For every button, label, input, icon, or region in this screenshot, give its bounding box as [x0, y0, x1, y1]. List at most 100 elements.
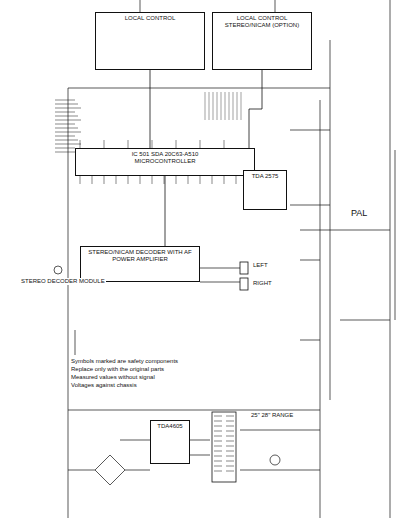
pin	[128, 140, 129, 148]
wire	[209, 92, 210, 120]
winding	[214, 426, 222, 427]
winding	[214, 436, 222, 437]
pin	[104, 176, 105, 184]
wire	[55, 100, 75, 101]
box-label: LOCAL CONTROL	[216, 15, 308, 22]
wire	[55, 116, 78, 117]
wire	[300, 230, 390, 231]
wire	[275, 0, 276, 12]
module-box: TDA 2575	[243, 170, 287, 210]
speaker	[240, 278, 248, 290]
wire	[213, 92, 214, 120]
wire	[190, 440, 210, 441]
winding	[214, 461, 222, 462]
module-box: LOCAL CONTROLSTEREO/NICAM (OPTION)	[212, 12, 312, 70]
note-label: PAL	[350, 208, 368, 218]
wire	[217, 92, 218, 120]
wire	[68, 410, 320, 411]
wire	[233, 92, 234, 120]
wire	[330, 40, 331, 400]
wire	[120, 440, 150, 441]
winding	[226, 471, 234, 472]
wire	[68, 88, 330, 89]
wire	[140, 0, 141, 12]
note-label: 25" 28" RANGE	[250, 412, 294, 419]
box-label: TDA4605	[154, 423, 186, 430]
note-label: Replace only with the original parts	[70, 366, 165, 373]
winding	[214, 441, 222, 442]
bridge-rectifier	[95, 455, 125, 485]
wire	[55, 148, 75, 149]
winding	[214, 416, 222, 417]
wire	[225, 92, 226, 120]
wire	[75, 330, 76, 355]
wire	[229, 92, 230, 120]
module-box: LOCAL CONTROL	[95, 12, 205, 70]
note-label: Symbols marked are safety components	[70, 358, 179, 365]
note-label: LEFT	[252, 262, 269, 269]
pin	[164, 176, 165, 184]
pin	[152, 140, 153, 148]
pin	[212, 176, 213, 184]
winding	[214, 471, 222, 472]
pin	[176, 176, 177, 184]
winding	[214, 421, 222, 422]
pin	[224, 176, 225, 184]
winding	[214, 466, 222, 467]
note-label: Voltages against chassis	[70, 382, 138, 389]
wire	[55, 136, 75, 137]
wire	[55, 108, 81, 109]
speaker	[240, 262, 248, 274]
box-label: STEREO/NICAM (OPTION)	[216, 22, 308, 29]
box-label: STEREO/NICAM DECODER WITH AF POWER AMPLI…	[84, 249, 196, 263]
wire	[55, 128, 78, 129]
note-label: STEREO DECODER MODULE	[20, 278, 106, 285]
pin	[92, 176, 93, 184]
wire	[290, 130, 330, 131]
bus-line	[165, 176, 166, 246]
pin	[140, 176, 141, 184]
wire	[125, 470, 150, 471]
wire	[237, 92, 238, 120]
wire	[240, 470, 320, 471]
winding	[226, 466, 234, 467]
winding	[214, 451, 222, 452]
pin	[176, 140, 177, 148]
wire	[241, 92, 242, 120]
wire	[55, 140, 78, 141]
wire	[55, 132, 81, 133]
wire	[221, 92, 222, 120]
winding	[226, 421, 234, 422]
pin	[116, 176, 117, 184]
pin	[104, 140, 105, 148]
wire	[55, 144, 81, 145]
winding	[226, 436, 234, 437]
winding	[214, 431, 222, 432]
pin	[128, 176, 129, 184]
wire	[290, 205, 330, 206]
pin	[236, 176, 237, 184]
winding	[226, 461, 234, 462]
transistor	[270, 455, 280, 465]
wire	[200, 268, 240, 269]
winding	[226, 456, 234, 457]
pin	[80, 176, 81, 184]
wire	[55, 120, 81, 121]
wire	[340, 320, 390, 321]
winding	[226, 446, 234, 447]
note-label: Measured values without signal	[70, 374, 156, 381]
wire	[320, 100, 321, 518]
wire	[68, 88, 69, 518]
winding	[214, 456, 222, 457]
box-label: LOCAL CONTROL	[99, 15, 201, 22]
winding	[226, 426, 234, 427]
winding	[214, 446, 222, 447]
wire	[190, 455, 210, 456]
wire	[200, 282, 240, 283]
bus-line	[150, 70, 151, 148]
wire	[55, 104, 78, 105]
pin	[200, 140, 201, 148]
box-label: TDA 2575	[247, 173, 283, 180]
